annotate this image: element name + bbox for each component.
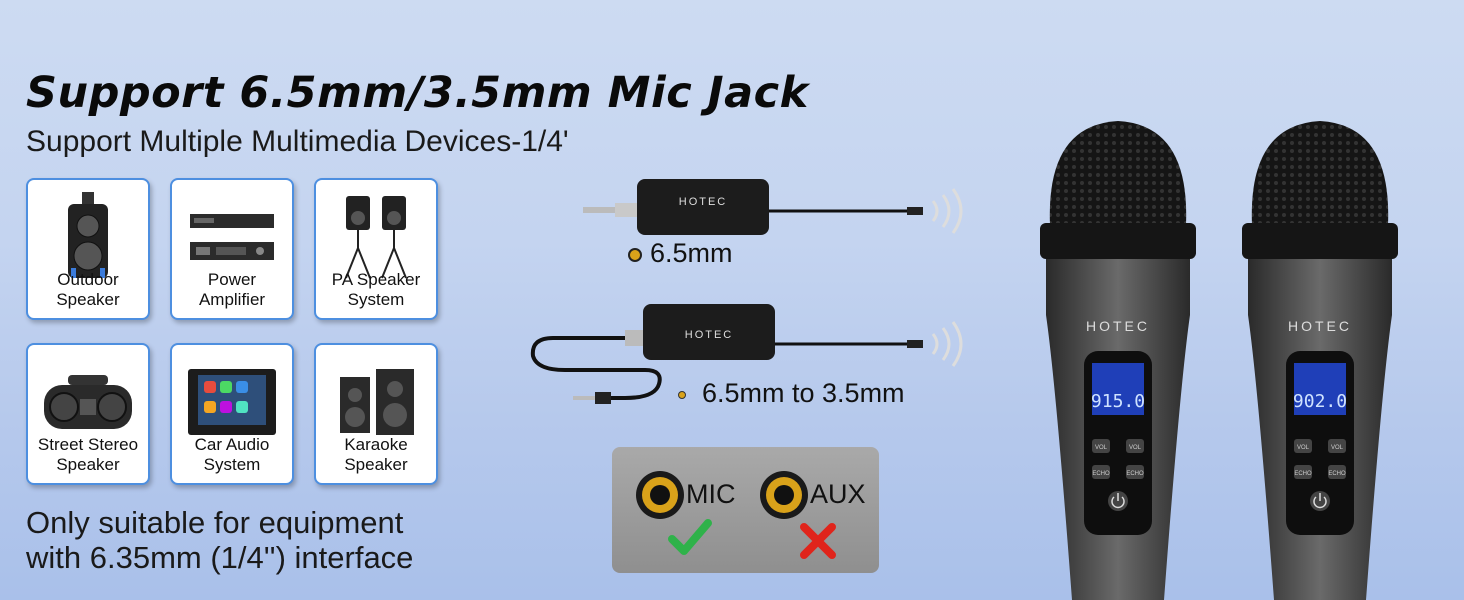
- echo-label: ECHO: [1126, 471, 1144, 477]
- vol-label: VOL: [1331, 445, 1344, 451]
- echo-label: ECHO: [1092, 471, 1110, 477]
- device-card-car-audio: Car Audio System: [170, 343, 294, 485]
- device-card-outdoor-speaker: Outdoor Speaker: [26, 178, 150, 320]
- device-card-pa-speaker: PA Speaker System: [314, 178, 438, 320]
- page-subline: Support Multiple Multimedia Devices-1/4': [26, 125, 569, 158]
- receiver-6-5mm-icon: HOTEC: [583, 179, 963, 235]
- mic-jack-icon: [636, 471, 684, 519]
- pa-speaker-icon: [345, 196, 407, 279]
- mic-frequency-display: 915.0: [1091, 391, 1145, 412]
- device-card-power-amplifier: Power Amplifier: [170, 178, 294, 320]
- device-card-street-stereo: Street Stereo Speaker: [26, 343, 150, 485]
- car-audio-icon: [188, 369, 276, 435]
- echo-label: ECHO: [1328, 471, 1346, 477]
- jack-compatibility-panel: MIC AUX: [612, 447, 879, 573]
- receiver-brand-label: HOTEC: [679, 196, 728, 208]
- check-icon: [668, 519, 712, 555]
- aux-jack-icon: [760, 471, 808, 519]
- receiver-b-label: 6.5mm to 3.5mm: [678, 378, 905, 409]
- karaoke-speaker-icon: [340, 369, 414, 435]
- power-amplifier-icon: [190, 214, 274, 260]
- receiver-brand-label: HOTEC: [685, 329, 734, 341]
- echo-label: ECHO: [1294, 471, 1312, 477]
- microphone-right-icon: HOTEC 902.0 VOL VOL ECHO ECHO: [1242, 121, 1398, 600]
- mic-brand-label: HOTEC: [1086, 318, 1150, 334]
- device-label: PA Speaker System: [331, 270, 421, 309]
- vol-label: VOL: [1297, 445, 1310, 451]
- mic-jack-label: MIC: [686, 479, 736, 509]
- receiver-3-5mm-adapter-icon: HOTEC: [530, 304, 963, 404]
- street-stereo-icon: [44, 375, 132, 429]
- device-card-karaoke-speaker: Karaoke Speaker: [314, 343, 438, 485]
- device-label: Car Audio System: [194, 435, 270, 474]
- device-label: Power Amplifier: [198, 270, 266, 309]
- bullet-icon: [678, 390, 686, 399]
- device-label: Karaoke Speaker: [344, 435, 408, 474]
- mic-brand-label: HOTEC: [1288, 318, 1352, 334]
- receiver-b-text: 6.5mm to 3.5mm: [702, 378, 905, 408]
- page-headline: Support 6.5mm/3.5mm Mic Jack: [26, 68, 809, 118]
- compatibility-note: Only suitable for equipment with 6.35mm …: [26, 505, 414, 575]
- vol-label: VOL: [1095, 445, 1108, 451]
- receiver-a-text: 6.5mm: [650, 238, 733, 268]
- outdoor-speaker-icon: [68, 192, 108, 278]
- vol-label: VOL: [1129, 445, 1142, 451]
- aux-jack-label: AUX: [810, 479, 866, 509]
- bullet-icon: [628, 247, 642, 262]
- microphone-left-icon: HOTEC 915.0 VOL VOL ECHO ECHO: [1040, 121, 1196, 600]
- mic-frequency-display: 902.0: [1293, 391, 1347, 412]
- receiver-a-label: 6.5mm: [628, 238, 733, 269]
- device-label: Outdoor Speaker: [56, 270, 120, 309]
- device-label: Street Stereo Speaker: [37, 435, 139, 474]
- cross-icon: [800, 523, 836, 559]
